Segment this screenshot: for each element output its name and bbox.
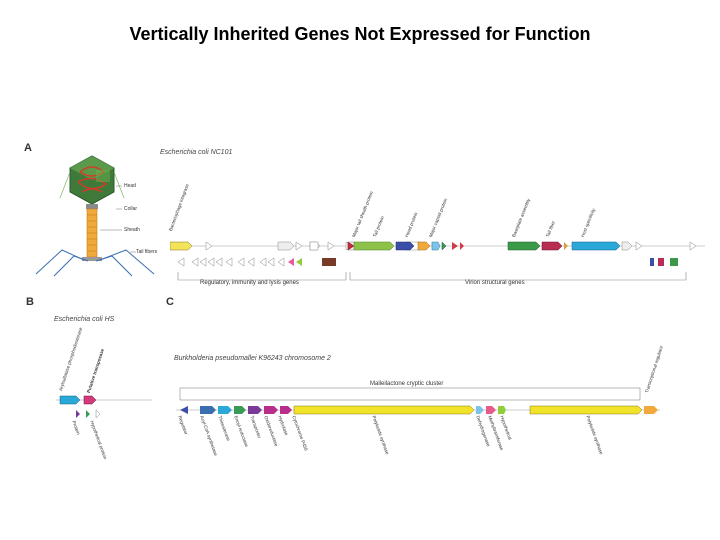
panel-c-letter: C [166,296,174,308]
panel-a-gene-label-6: Baseplate assembly [511,197,532,238]
panel-b-organism: Escherichia coli HS [54,316,115,323]
panel-a-letter: A [24,142,32,154]
panel-a-gene-label-5: Major capsid protein [428,197,449,238]
panel-a-gene-track [170,241,705,281]
panel-a-group-regulatory: Regulatory, immunity and lysis genes [200,280,299,286]
panel-b-gene-track [56,395,152,419]
panel-c-gene-track [176,387,660,415]
panel-b-gene-label-2: Putative transposase [86,348,106,394]
panel-a-organism: Escherichia coli NC101 [160,149,233,156]
phage-diagram [35,155,155,277]
panel-b-letter: B [26,296,34,308]
phage-sheath-label: Sheath [124,227,140,233]
panel-b-gene-label-1: Arylsulfatase phosphodiesterase [58,326,84,392]
panel-a-group-virion: Virion structural genes [465,280,525,286]
panel-a-gene-label-3: Tail protein [372,215,385,238]
phage-head-label: Head [124,183,136,189]
slide-title: Vertically Inherited Genes Not Expressed… [129,24,591,44]
gene-a-tail-sheath [353,241,395,251]
phage-collar-label: Collar [124,206,138,212]
phage-tail-label: Tail fibers [136,249,158,255]
panel-c-organism: Burkholderia pseudomallei K96243 chromos… [174,355,331,362]
gene-a-tail-fiber [571,241,621,251]
panel-b-gene-label-3: Protein [71,420,81,436]
panel-a-gene-label-2: Major tail sheath protein [351,190,375,238]
panel-c-cluster-label: Malleilactone cryptic cluster [370,381,444,387]
panel-a-gene-label-4: Head protein [404,211,419,238]
panel-a-gene-label-8: Host specificity [580,207,597,238]
panel-b-gene-label-4: Hypothetical protein [89,420,108,460]
gene-a-integrase [170,241,193,251]
